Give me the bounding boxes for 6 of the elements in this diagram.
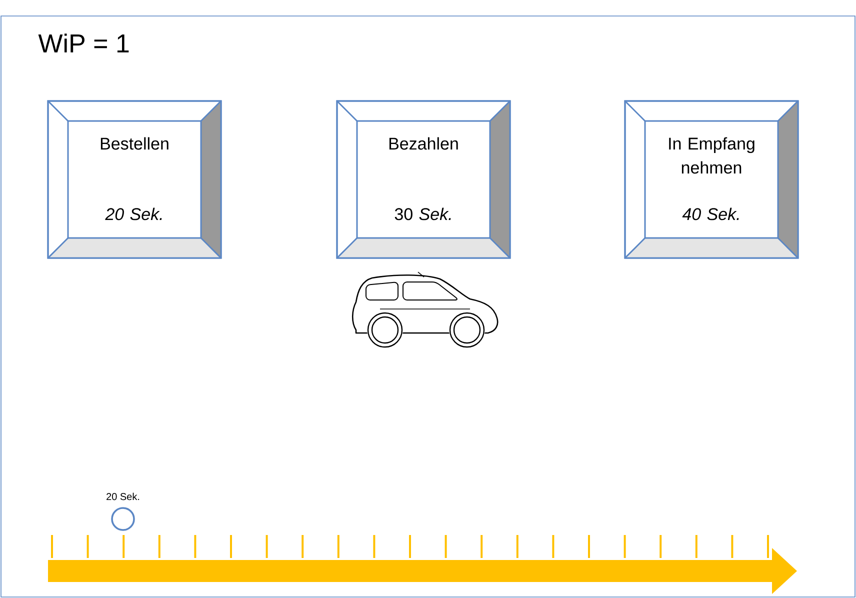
title: WiP = 1 — [38, 34, 129, 52]
time-label: 20 Sek. — [106, 492, 140, 500]
process-box: Bezahlen 30 Sek. — [336, 100, 511, 259]
process-box: In Empfang nehmen 40 Sek. — [624, 100, 799, 259]
marker-circle — [111, 507, 135, 531]
process-box: Bestellen 20 Sek. — [47, 100, 222, 259]
